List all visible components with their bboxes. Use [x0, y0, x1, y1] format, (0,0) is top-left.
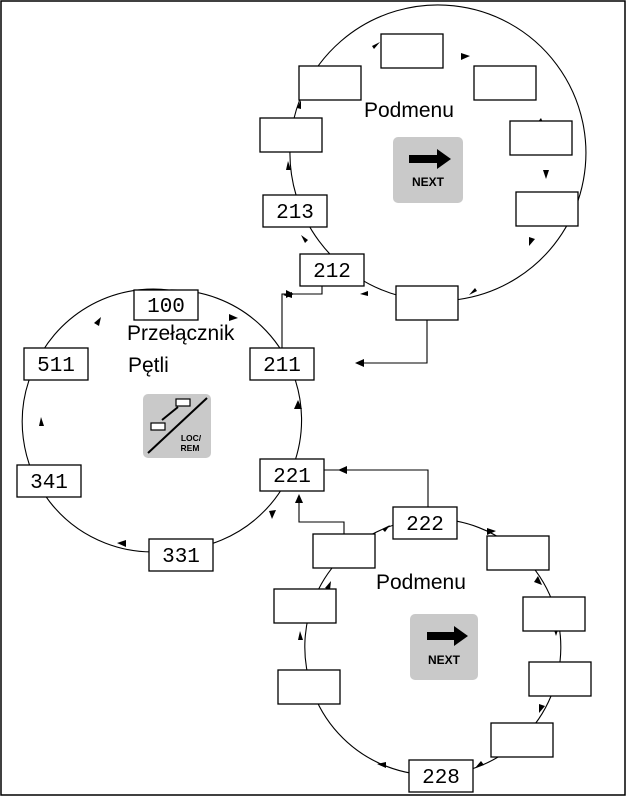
loop-switch-label: Przełącznik [127, 322, 235, 345]
submenu-top-box [509, 120, 573, 156]
parameter-box-213[interactable]: 213 [262, 194, 328, 228]
arrow-right-icon [427, 626, 468, 646]
local-icon [150, 422, 166, 431]
parameter-box-211[interactable]: 211 [249, 347, 315, 381]
parameter-box-100[interactable]: 100 [133, 289, 199, 321]
submenu-top-arc [289, 4, 587, 302]
remote-icon [175, 398, 191, 407]
parameter-code: 222 [406, 514, 444, 537]
submenu-top-box [259, 117, 323, 153]
arrow-right-icon [409, 149, 451, 169]
parameter-code: 213 [276, 202, 314, 225]
parameter-code: 331 [162, 546, 200, 569]
parameter-code: 511 [37, 355, 75, 378]
submenu-top-box [515, 191, 579, 227]
parameter-code: 228 [422, 767, 460, 790]
submenu-bottom-box [273, 588, 337, 624]
parameter-code: 212 [313, 261, 351, 284]
connector-return-211 [361, 320, 428, 364]
submenu-top-box [473, 65, 537, 101]
loc-rem-button[interactable]: LOC/ REM [143, 394, 211, 458]
parameter-box-511[interactable]: 511 [23, 347, 89, 381]
submenu-bottom-box [522, 596, 586, 632]
parameter-code: 341 [30, 472, 68, 495]
parameter-box-341[interactable]: 341 [16, 464, 82, 498]
connector-return-221 [298, 496, 345, 534]
connector-221-222 [324, 469, 429, 507]
loop-switch-arc [168, 289, 303, 551]
submenu-top-label: Podmenu [364, 99, 454, 122]
parameter-box-212[interactable]: 212 [299, 253, 365, 287]
submenu-top-box [380, 33, 444, 69]
parameter-box-331[interactable]: 331 [148, 538, 214, 572]
next-label: NEXT [428, 653, 461, 667]
parameter-box-222[interactable]: 222 [392, 506, 458, 540]
submenu-top-box [395, 285, 459, 321]
parameter-code: 211 [263, 355, 301, 378]
parameter-code: 100 [147, 296, 185, 319]
parameter-box-221[interactable]: 221 [259, 458, 325, 492]
parameter-code: 221 [273, 466, 311, 489]
submenu-top-box [298, 65, 362, 101]
submenu-bottom-label: Podmenu [376, 571, 466, 594]
next-label: NEXT [412, 175, 445, 189]
rem-label: REM [181, 443, 200, 453]
submenu-bottom-box [277, 669, 341, 705]
submenu-bottom-box [490, 722, 554, 758]
connector-212-211 [281, 286, 323, 348]
loop-switch-label-2: Pętli [128, 354, 169, 377]
next-button-top[interactable]: NEXT [393, 137, 463, 203]
loop-switch-arc-left [21, 288, 175, 553]
loc-label: LOC/ [181, 433, 202, 443]
next-button-bottom[interactable]: NEXT [410, 614, 478, 680]
submenu-bottom-box [528, 661, 592, 697]
swap-arrow-icon [161, 406, 179, 421]
submenu-bottom-box [486, 535, 550, 571]
submenu-bottom-box [312, 533, 376, 569]
parameter-box-228[interactable]: 228 [408, 759, 474, 793]
